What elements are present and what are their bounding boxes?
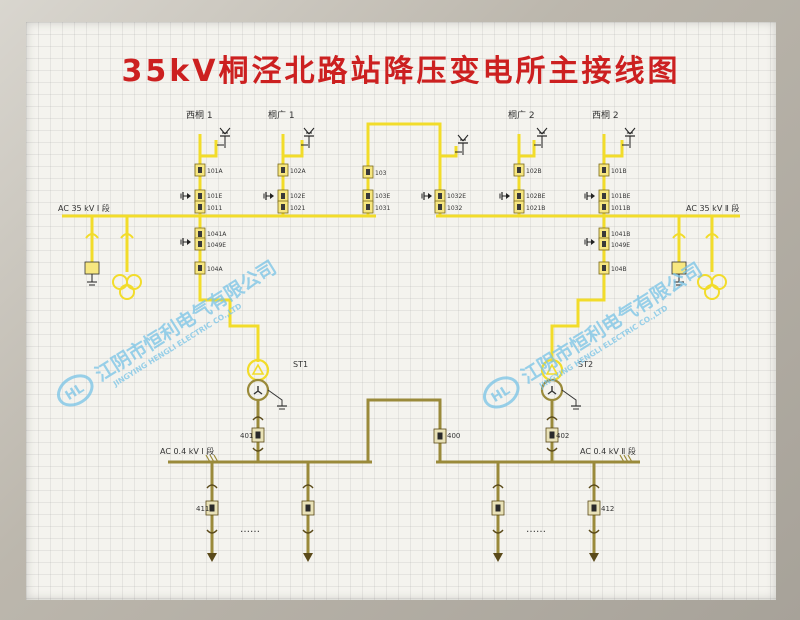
lv-label-412: 412 [601,505,614,513]
bus-04kv-1-label: AC 0.4 kV Ⅰ 段 [160,446,214,456]
bay-label: 1021 [290,205,305,212]
bay-label: 104B [611,266,627,273]
bay-label: 104A [207,266,223,273]
hv-earth-symbols [180,127,636,247]
bay-label: 1041A [207,231,227,238]
lv-bus-ticks [205,454,633,463]
transformer-label-st2: ST2 [578,360,593,369]
bay-label: 1021B [526,205,545,212]
bus-35kv-1-label: AC 35 kV Ⅰ 段 [58,203,110,213]
incoming-line-4: 西桐 2 [592,109,619,121]
transformer-label-st1: ST1 [293,360,308,369]
incoming-line-2: 桐广 1 [268,109,295,121]
bay-label: 1041B [611,231,630,238]
transformer-st1 [246,358,287,410]
bay-label: 101BE [611,193,631,200]
lv-switches [205,427,601,516]
diagram-title: 35kV桐泾北路站降压变电所主接线图 [121,54,681,89]
bay-label: 103 [375,170,387,177]
lv-feeder-arrows [207,553,599,562]
lv-label-411: 411 [196,505,209,513]
bay-label: 102A [290,168,306,175]
bus-35kv-2-label: AC 35 kV Ⅱ 段 [686,203,739,213]
lv-label-401: 401 [240,432,253,440]
bay-label: 1011B [611,205,630,212]
labels: AC 35 kV Ⅰ 段 AC 35 kV Ⅱ 段 AC 0.4 kV Ⅰ 段 … [58,109,739,535]
bay-label: 1032 [447,205,462,212]
incoming-line-1: 西桐 1 [186,109,213,121]
lv-label-400: 400 [447,432,460,440]
incoming-line-3: 桐广 2 [508,109,535,121]
watermark-left: HL 江阴市恒利电气有限公司 JINGYING HENGLI ELECTRIC … [57,256,280,407]
bay-label: 102BE [526,193,546,200]
bay-label: 102E [290,193,305,200]
bay-label: 101B [611,168,627,175]
bay-label: 102B [526,168,542,175]
watermark-cn-text: 江阴市恒利电气有限公司 [517,258,706,388]
lv-label-402: 402 [556,432,569,440]
lv-feeder-disconnects [206,416,600,534]
bay-label: 1049E [207,242,226,249]
bay-label: 1032E [447,193,466,200]
bus-04kv-2-label: AC 0.4 kV Ⅱ 段 [580,446,636,456]
bay-label: 103E [375,193,390,200]
hv-switches [194,163,610,275]
bay-label: 1031 [375,205,390,212]
ellipsis-left: …… [240,524,260,535]
bay-label: 1049E [611,242,630,249]
transformer-st2 [540,358,581,410]
diagram-board: 35kV桐泾北路站降压变电所主接线图 [26,22,776,600]
bay-label: 1011 [207,205,222,212]
bay-label: 101E [207,193,222,200]
ellipsis-right: …… [526,524,546,535]
watermark-right: HL 江阴市恒利电气有限公司 JINGYING HENGLI ELECTRIC … [483,258,706,409]
lv-network [168,398,640,556]
bay-label: 101A [207,168,223,175]
